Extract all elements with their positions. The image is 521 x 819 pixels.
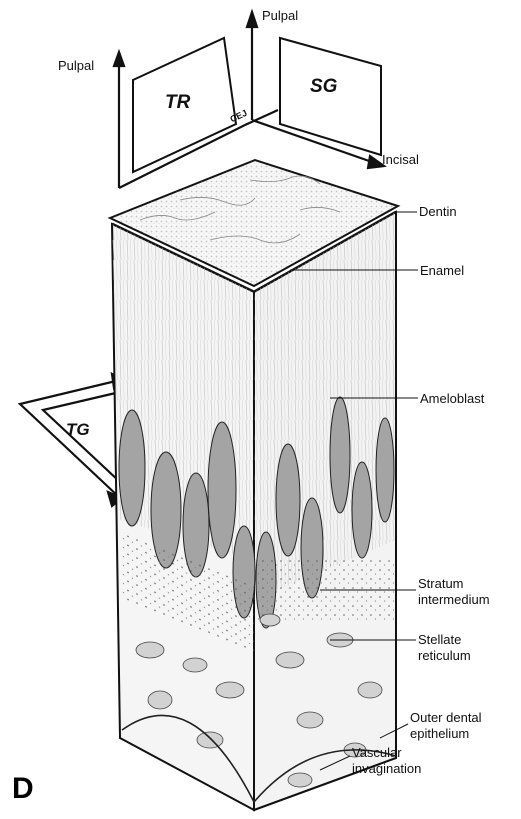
stratum-label-1: Stratum bbox=[418, 576, 464, 591]
tr-plane-label: TR bbox=[165, 92, 190, 114]
enamel-label: Enamel bbox=[420, 263, 464, 278]
incisal-label: Incisal bbox=[382, 152, 419, 167]
tg-plane-label: TG bbox=[66, 420, 90, 440]
pulpal-left-label: Pulpal bbox=[58, 58, 94, 73]
stellate-label-1: Stellate bbox=[418, 632, 461, 647]
stratum-label-2: intermedium bbox=[418, 592, 490, 607]
figure-letter: D bbox=[12, 772, 34, 806]
ameloblast-label: Ameloblast bbox=[420, 391, 484, 406]
tg-plane-frame bbox=[20, 374, 122, 506]
pulpal-top-label: Pulpal bbox=[262, 8, 298, 23]
outer-epithelium-label-2: epithelium bbox=[410, 726, 469, 741]
outer-epithelium-label-1: Outer dental bbox=[410, 710, 482, 725]
dentin-label: Dentin bbox=[419, 204, 457, 219]
sg-plane-label: SG bbox=[310, 76, 337, 98]
stellate-label-2: reticulum bbox=[418, 648, 471, 663]
vascular-label-1: Vascular bbox=[352, 745, 402, 760]
vascular-label-2: invagination bbox=[352, 761, 421, 776]
